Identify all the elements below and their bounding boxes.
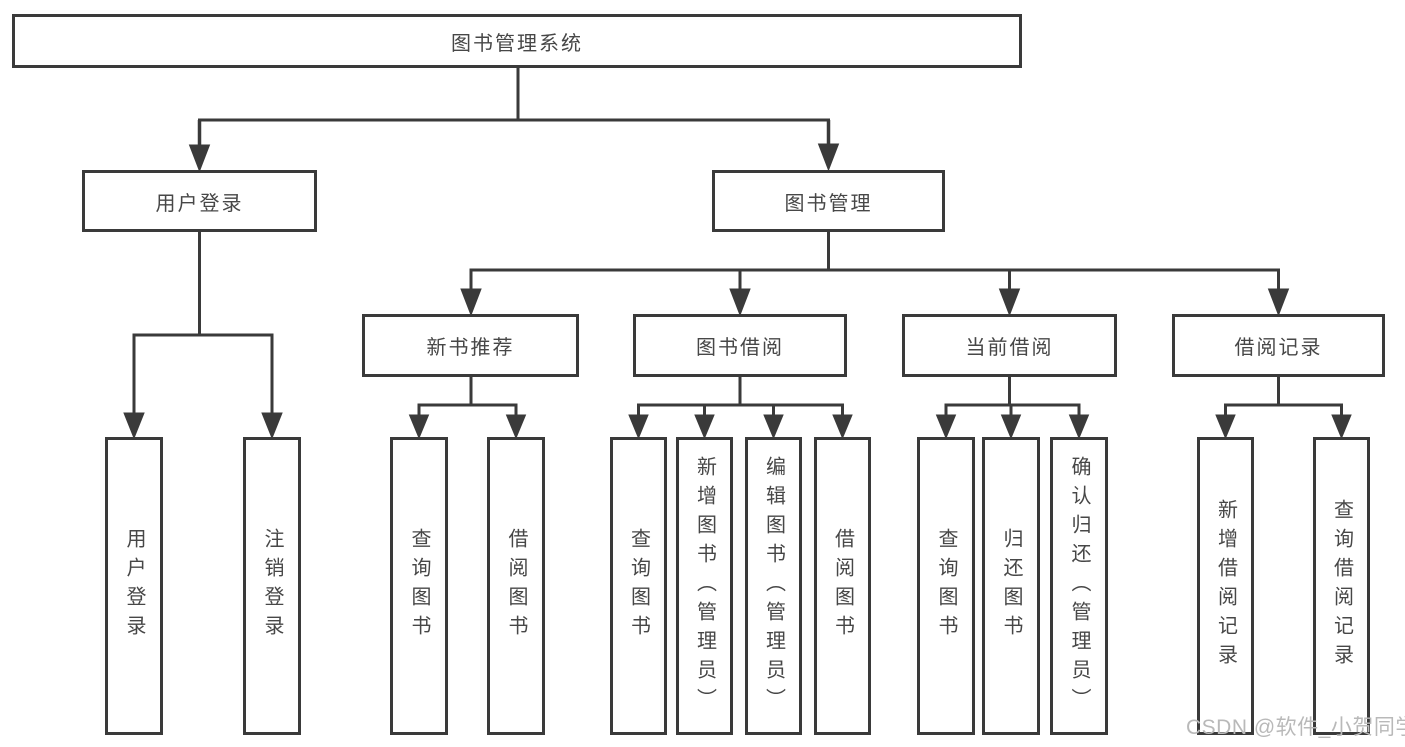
node-new-book-recommend-label: 新书推荐 [426, 337, 515, 359]
leaf-query-books-recommend-label: 查询图书 [408, 528, 430, 644]
node-new-book-recommend: 新书推荐 [362, 314, 579, 377]
leaf-return-books: 归还图书 [982, 437, 1040, 735]
leaf-query-books-current: 查询图书 [917, 437, 975, 735]
leaf-query-books-borrowing-label: 查询图书 [627, 528, 650, 644]
leaf-query-books-borrowing: 查询图书 [610, 437, 667, 735]
node-book-management: 图书管理 [712, 170, 945, 232]
node-current-borrowing: 当前借阅 [902, 314, 1117, 377]
leaf-query-borrow-record-label: 查询借阅记录 [1330, 499, 1353, 673]
leaf-add-borrow-record: 新增借阅记录 [1197, 437, 1254, 735]
node-user-login-label: 用户登录 [155, 192, 244, 215]
leaf-logout: 注销登录 [243, 437, 301, 735]
leaf-edit-book-admin-label: 编辑图书（管理员） [762, 455, 785, 717]
leaf-add-borrow-record-label: 新增借阅记录 [1214, 499, 1237, 673]
node-book-borrowing-label: 图书借阅 [696, 337, 784, 359]
leaf-borrow-books-borrowing-label: 借阅图书 [831, 528, 854, 644]
leaf-logout-label: 注销登录 [261, 528, 283, 644]
leaf-user-login: 用户登录 [105, 437, 163, 735]
leaf-edit-book-admin: 编辑图书（管理员） [745, 437, 802, 735]
node-library-system: 图书管理系统 [12, 14, 1022, 68]
node-book-management-label: 图书管理 [784, 192, 873, 215]
leaf-borrow-books-borrowing: 借阅图书 [814, 437, 871, 735]
leaf-user-login-label: 用户登录 [123, 528, 145, 644]
leaf-confirm-return-admin-label: 确认归还（管理员） [1068, 455, 1090, 717]
node-borrowing-records: 借阅记录 [1172, 314, 1385, 377]
leaf-add-book-admin: 新增图书（管理员） [676, 437, 733, 735]
leaf-query-borrow-record: 查询借阅记录 [1313, 437, 1370, 735]
node-book-borrowing: 图书借阅 [633, 314, 847, 377]
node-borrowing-records-label: 借阅记录 [1234, 337, 1323, 359]
leaf-add-book-admin-label: 新增图书（管理员） [693, 455, 716, 717]
node-user-login: 用户登录 [82, 170, 317, 232]
watermark: CSDN @软件_小贺同学 [1186, 716, 1405, 739]
leaf-return-books-label: 归还图书 [1000, 528, 1022, 644]
node-library-system-label: 图书管理系统 [451, 32, 583, 55]
leaf-confirm-return-admin: 确认归还（管理员） [1050, 437, 1108, 735]
leaf-borrow-books-recommend-label: 借阅图书 [505, 528, 527, 644]
leaf-borrow-books-recommend: 借阅图书 [487, 437, 545, 735]
leaf-query-books-current-label: 查询图书 [935, 528, 957, 644]
node-current-borrowing-label: 当前借阅 [965, 337, 1054, 359]
leaf-query-books-recommend: 查询图书 [390, 437, 448, 735]
